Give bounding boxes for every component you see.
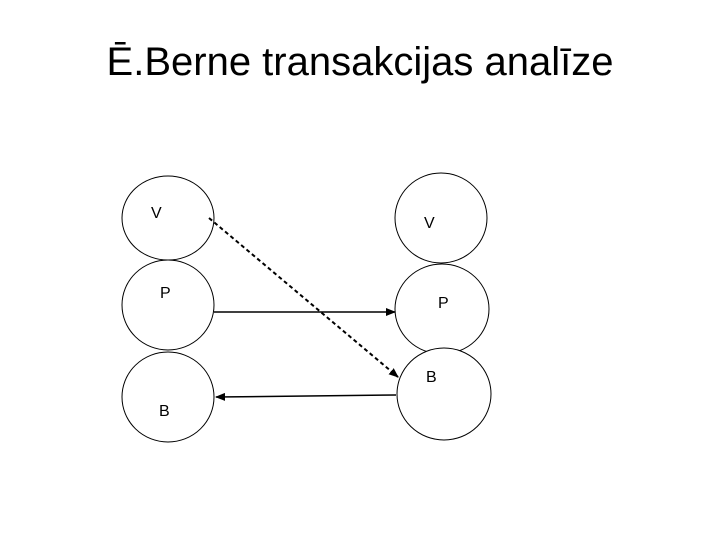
slide-title: Ē.Berne transakcijas analīze [106, 40, 614, 84]
left-circle-p [121, 259, 215, 351]
left-circle-v [121, 175, 215, 261]
dashed-arrow-v-to-b [208, 217, 399, 378]
left-label-p: P [160, 285, 171, 302]
arrow-b-to-b [215, 392, 397, 401]
right-circle-v [394, 172, 488, 264]
left-label-v: V [151, 205, 162, 222]
right-label-b: B [426, 369, 437, 386]
right-circle-b [396, 347, 492, 441]
left-circle-b [121, 351, 215, 443]
left-label-b: B [159, 403, 170, 420]
right-label-p: P [438, 295, 449, 312]
right-label-v: V [424, 215, 435, 232]
